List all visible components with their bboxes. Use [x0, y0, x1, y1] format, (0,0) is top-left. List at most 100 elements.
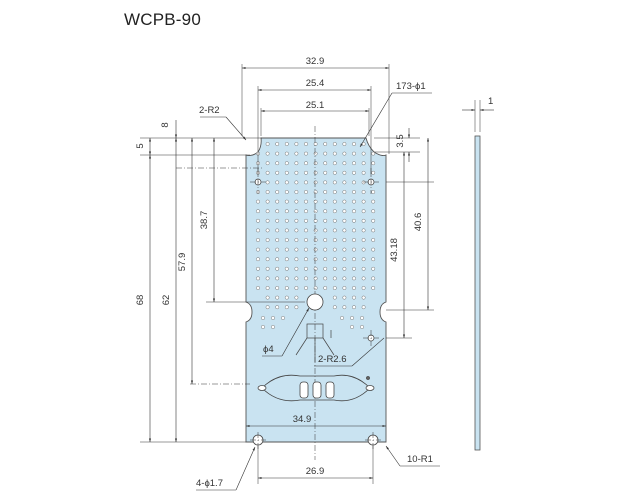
perforation-hole [313, 238, 318, 242]
perforation-hole [323, 161, 328, 166]
callout-edge-r1: 10-R1 [407, 454, 433, 465]
perforation-hole [284, 190, 289, 194]
perforation-hole [284, 228, 289, 233]
perforation-hole [361, 228, 366, 233]
perforation-hole [294, 190, 299, 194]
perforation-hole [342, 161, 347, 166]
perforation-hole [340, 316, 344, 320]
perforation-hole [275, 257, 280, 262]
perforation-hole [371, 199, 376, 204]
perforation-hole [284, 266, 289, 271]
perforation-hole [361, 238, 366, 242]
dim-8: 8 [160, 122, 171, 127]
perforation-hole [294, 266, 299, 271]
perforation-hole [304, 151, 308, 156]
perforation-hole [304, 266, 308, 271]
perforation-hole [265, 180, 270, 185]
perforation-hole [342, 209, 347, 214]
perforation-hole [361, 218, 366, 223]
perforation-hole [304, 218, 308, 223]
perforation-hole [256, 247, 260, 252]
perforation-hole [371, 266, 376, 271]
perforation-hole [261, 325, 265, 329]
perforation-hole [265, 295, 270, 300]
dim-34-9: 34.9 [293, 414, 312, 425]
perforation-hole [342, 238, 347, 242]
perforation-hole [284, 218, 289, 223]
perforation-hole [304, 170, 308, 175]
perforation-hole [284, 257, 289, 262]
perforation-hole [361, 199, 366, 204]
perforation-hole [332, 257, 337, 262]
perforation-hole [371, 228, 376, 233]
perforation-hole [313, 151, 318, 156]
perforation-hole [265, 170, 270, 175]
perforation-hole [371, 151, 376, 156]
perforation-hole [352, 209, 356, 214]
perforation-hole [313, 180, 318, 185]
perforation-hole [313, 257, 318, 262]
perforation-hole [352, 151, 356, 156]
perforation-hole [265, 247, 270, 252]
perforation-hole [361, 209, 366, 214]
perforation-hole [371, 190, 376, 194]
perforation-hole [294, 218, 299, 223]
perforation-hole [284, 295, 289, 300]
hole-grid [256, 142, 376, 329]
perforation-hole [271, 316, 275, 320]
perforation-hole [352, 170, 356, 175]
perforation-hole [275, 151, 280, 156]
perforation-hole [342, 190, 347, 194]
callout-2-r2: 2-R2 [199, 105, 220, 116]
perforation-hole [313, 142, 318, 146]
perforation-hole [304, 276, 308, 281]
perforation-hole [284, 180, 289, 185]
perforation-hole [275, 295, 280, 300]
perforation-hole [332, 238, 337, 242]
dim-thickness: 1 [488, 96, 493, 107]
perforation-hole [323, 286, 328, 290]
perforation-hole [371, 218, 376, 223]
callout-173-holes: 173-ϕ1 [396, 81, 426, 92]
perforation-hole [352, 228, 356, 233]
perforation-hole [352, 142, 356, 146]
perforation-hole [284, 151, 289, 156]
perforation-hole [294, 286, 299, 290]
perforation-hole [352, 180, 356, 185]
perforation-hole [371, 286, 376, 290]
perforation-hole [304, 257, 308, 262]
perforation-hole [284, 276, 289, 281]
perforation-hole [284, 238, 289, 242]
perforation-hole [304, 161, 308, 166]
perforation-hole [256, 266, 260, 271]
perforation-hole [304, 209, 308, 214]
perforation-hole [265, 286, 270, 290]
perforation-hole [332, 142, 337, 146]
perforation-hole [352, 199, 356, 204]
perforation-hole [284, 161, 289, 166]
perforation-hole [342, 218, 347, 223]
perforation-hole [294, 161, 299, 166]
perforation-hole [265, 161, 270, 166]
perforation-hole [275, 170, 280, 175]
perforation-hole [323, 199, 328, 204]
perforation-hole [284, 170, 289, 175]
perforation-hole [332, 228, 337, 233]
perforation-hole [350, 316, 354, 320]
perforation-hole [284, 286, 289, 290]
dim-25-4: 25.4 [306, 78, 325, 89]
perforation-hole [304, 286, 308, 290]
dim-26-9: 26.9 [306, 466, 325, 477]
perforation-hole [342, 257, 347, 262]
perforation-hole [332, 151, 337, 156]
perforation-hole [304, 247, 308, 252]
perforation-hole [352, 305, 356, 310]
dim-43-18: 43.18 [389, 238, 400, 262]
perforation-hole [261, 316, 265, 320]
perforation-hole [323, 238, 328, 242]
perforation-hole [323, 247, 328, 252]
perforation-hole [361, 266, 366, 271]
perforation-hole [265, 199, 270, 204]
perforation-hole [304, 228, 308, 233]
perforation-hole [275, 218, 280, 223]
